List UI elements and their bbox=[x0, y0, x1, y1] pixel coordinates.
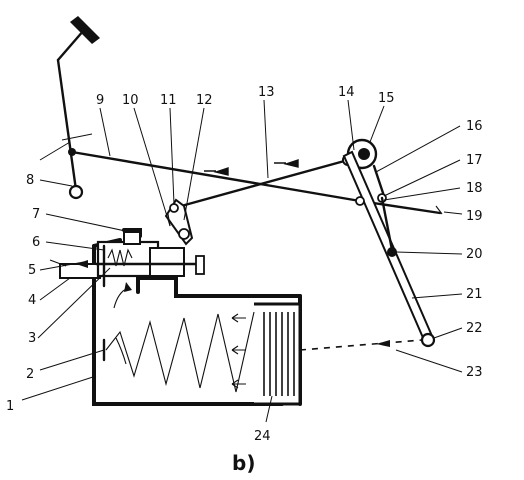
label-6: 6 bbox=[32, 235, 40, 250]
valve-lever bbox=[164, 198, 194, 246]
label-20: 20 bbox=[466, 247, 483, 262]
valve-block bbox=[49, 231, 205, 288]
label-23: 23 bbox=[466, 365, 483, 380]
label-10: 10 bbox=[122, 93, 139, 108]
label-11: 11 bbox=[160, 93, 177, 108]
label-17: 17 bbox=[466, 153, 483, 168]
label-13: 13 bbox=[258, 85, 275, 100]
label-1: 1 bbox=[6, 399, 14, 414]
number-labels: 1 2 3 4 5 6 7 8 9 10 11 12 13 14 15 16 1… bbox=[6, 85, 483, 444]
label-7: 7 bbox=[32, 207, 40, 222]
label-15: 15 bbox=[378, 91, 395, 106]
label-4: 4 bbox=[28, 293, 36, 308]
label-9: 9 bbox=[96, 93, 104, 108]
label-3: 3 bbox=[28, 331, 36, 346]
label-14: 14 bbox=[338, 85, 355, 100]
leader-lines bbox=[21, 99, 463, 423]
label-5: 5 bbox=[28, 263, 36, 278]
pedal-lever bbox=[56, 16, 100, 200]
label-22: 22 bbox=[466, 321, 483, 336]
label-2: 2 bbox=[26, 367, 34, 382]
label-24: 24 bbox=[254, 429, 271, 444]
dashed-link-23 bbox=[299, 339, 423, 351]
label-8: 8 bbox=[26, 173, 34, 188]
label-12: 12 bbox=[196, 93, 213, 108]
flow-arrows bbox=[113, 282, 246, 389]
right-linkage bbox=[342, 138, 443, 348]
figure-caption: b) bbox=[232, 451, 255, 475]
rod-13 bbox=[172, 158, 350, 210]
servo-housing bbox=[92, 228, 302, 406]
label-19: 19 bbox=[466, 209, 483, 224]
label-18: 18 bbox=[466, 181, 483, 196]
spring bbox=[102, 311, 255, 393]
label-16: 16 bbox=[466, 119, 483, 134]
rod-9 bbox=[70, 150, 442, 215]
label-21: 21 bbox=[466, 287, 483, 302]
